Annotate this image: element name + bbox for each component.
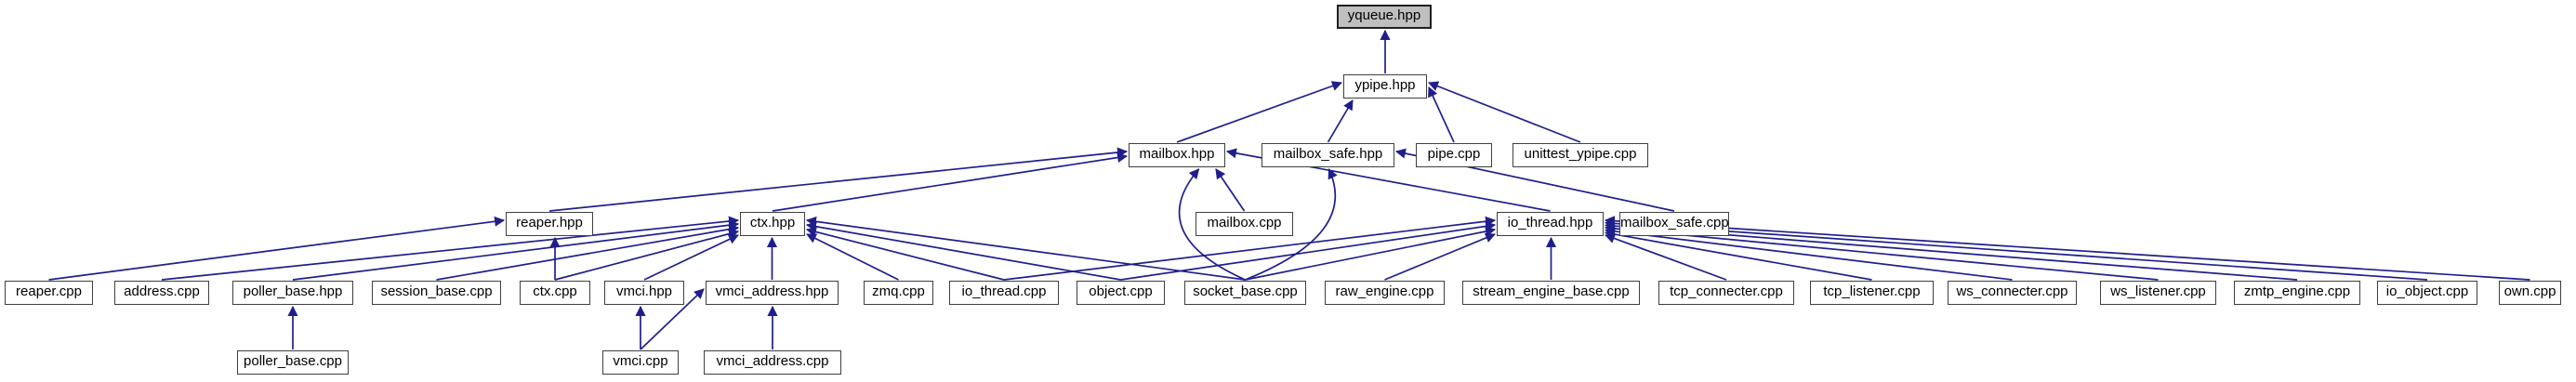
node-own-cpp[interactable]: own.cpp bbox=[2499, 281, 2561, 305]
node-reaper-cpp[interactable]: reaper.cpp bbox=[5, 281, 93, 305]
edge-socket-base-cpp-to-mailbox-hpp bbox=[1178, 168, 1246, 281]
edge-tcp-connecter-cpp-to-io-thread-hpp bbox=[1604, 233, 1727, 281]
node-raw-engine-cpp[interactable]: raw_engine.cpp bbox=[1325, 281, 1445, 305]
node-ctx-hpp[interactable]: ctx.hpp bbox=[740, 212, 805, 236]
node-io-thread-hpp[interactable]: io_thread.hpp bbox=[1497, 212, 1604, 236]
node-mailbox-safe-cpp[interactable]: mailbox_safe.cpp bbox=[1619, 212, 1729, 236]
node-zmq-cpp[interactable]: zmq.cpp bbox=[864, 281, 933, 305]
edge-reaper-cpp-to-reaper-hpp bbox=[48, 216, 506, 281]
edge-unittest-ypipe-cpp-to-ypipe-hpp bbox=[1427, 81, 1581, 143]
edge-own-cpp-to-io-thread-hpp bbox=[1604, 216, 2530, 281]
node-io-object-cpp[interactable]: io_object.cpp bbox=[2377, 281, 2477, 305]
node-mailbox-hpp[interactable]: mailbox.hpp bbox=[1129, 143, 1225, 167]
edge-mailbox-cpp-to-mailbox-hpp bbox=[1215, 168, 1246, 212]
edge-vmci-hpp-to-ctx-hpp bbox=[643, 234, 739, 281]
node-vmci-cpp[interactable]: vmci.cpp bbox=[602, 350, 679, 375]
edge-address-cpp-to-ctx-hpp bbox=[161, 216, 740, 281]
edge-pipe-cpp-to-ypipe-hpp bbox=[1428, 86, 1455, 143]
node-vmci-address-cpp[interactable]: vmci_address.cpp bbox=[704, 350, 841, 375]
node-mailbox-safe-hpp[interactable]: mailbox_safe.hpp bbox=[1262, 143, 1394, 167]
edge-io-thread-cpp-to-ctx-hpp bbox=[805, 227, 1005, 281]
node-vmci-hpp[interactable]: vmci.hpp bbox=[604, 281, 684, 305]
edge-object-cpp-to-io-thread-hpp bbox=[1120, 220, 1497, 281]
edge-socket-base-cpp-to-mailbox-safe-hpp bbox=[1245, 167, 1338, 281]
node-poller-base-hpp[interactable]: poller_base.hpp bbox=[232, 281, 353, 305]
edge-io-object-cpp-to-io-thread-hpp bbox=[1604, 217, 2428, 281]
edge-vmci-cpp-to-vmci-address-hpp bbox=[640, 288, 705, 350]
node-address-cpp[interactable]: address.cpp bbox=[114, 281, 209, 305]
node-pipe-cpp[interactable]: pipe.cpp bbox=[1416, 143, 1492, 167]
edge-io-thread-cpp-to-io-thread-hpp bbox=[1003, 216, 1497, 281]
edge-socket-base-cpp-to-io-thread-hpp bbox=[1245, 226, 1497, 281]
node-ypipe-hpp[interactable]: ypipe.hpp bbox=[1343, 74, 1427, 99]
node-object-cpp[interactable]: object.cpp bbox=[1077, 281, 1165, 305]
node-unittest-ypipe-cpp[interactable]: unittest_ypipe.cpp bbox=[1513, 143, 1648, 167]
edge-ws-connecter-cpp-to-io-thread-hpp bbox=[1604, 226, 2013, 281]
edge-session-base-cpp-to-ctx-hpp bbox=[436, 224, 740, 281]
node-ws-connecter-cpp[interactable]: ws_connecter.cpp bbox=[1948, 281, 2077, 305]
node-socket-base-cpp[interactable]: socket_base.cpp bbox=[1184, 281, 1306, 305]
node-stream-engine-base-cpp[interactable]: stream_engine_base.cpp bbox=[1462, 281, 1640, 305]
node-mailbox-cpp[interactable]: mailbox.cpp bbox=[1196, 212, 1293, 236]
node-tcp-connecter-cpp[interactable]: tcp_connecter.cpp bbox=[1658, 281, 1794, 305]
edge-tcp-listener-cpp-to-io-thread-hpp bbox=[1604, 229, 1872, 281]
node-poller-base-cpp[interactable]: poller_base.cpp bbox=[237, 350, 349, 375]
edge-raw-engine-cpp-to-io-thread-hpp bbox=[1384, 232, 1497, 281]
edge-mailbox-safe-hpp-to-ypipe-hpp bbox=[1327, 99, 1354, 143]
edge-object-cpp-to-ctx-hpp bbox=[805, 221, 1121, 281]
node-vmci-address-hpp[interactable]: vmci_address.hpp bbox=[706, 281, 839, 305]
edge-ctx-cpp-to-ctx-hpp bbox=[554, 229, 740, 281]
node-tcp-listener-cpp[interactable]: tcp_listener.cpp bbox=[1810, 281, 1934, 305]
node-session-base-cpp[interactable]: session_base.cpp bbox=[372, 281, 501, 305]
node-yqueue-hpp: yqueue.hpp bbox=[1337, 5, 1432, 29]
node-ctx-cpp[interactable]: ctx.cpp bbox=[520, 281, 590, 305]
edge-poller-base-hpp-to-ctx-hpp bbox=[292, 219, 740, 281]
node-zmtp-engine-cpp[interactable]: zmtp_engine.cpp bbox=[2234, 281, 2360, 305]
edge-reaper-hpp-to-mailbox-hpp bbox=[548, 147, 1129, 212]
edge-zmq-cpp-to-ctx-hpp bbox=[806, 233, 899, 281]
node-ws-listener-cpp[interactable]: ws_listener.cpp bbox=[2100, 281, 2216, 305]
node-io-thread-cpp[interactable]: io_thread.cpp bbox=[949, 281, 1059, 305]
edge-mailbox-hpp-to-ypipe-hpp bbox=[1176, 81, 1343, 143]
node-reaper-hpp[interactable]: reaper.hpp bbox=[506, 212, 593, 236]
edge-ctx-hpp-to-mailbox-hpp bbox=[772, 152, 1129, 212]
edge-ws-listener-cpp-to-io-thread-hpp bbox=[1604, 223, 2159, 281]
edge-socket-base-cpp-to-ctx-hpp bbox=[805, 216, 1246, 281]
